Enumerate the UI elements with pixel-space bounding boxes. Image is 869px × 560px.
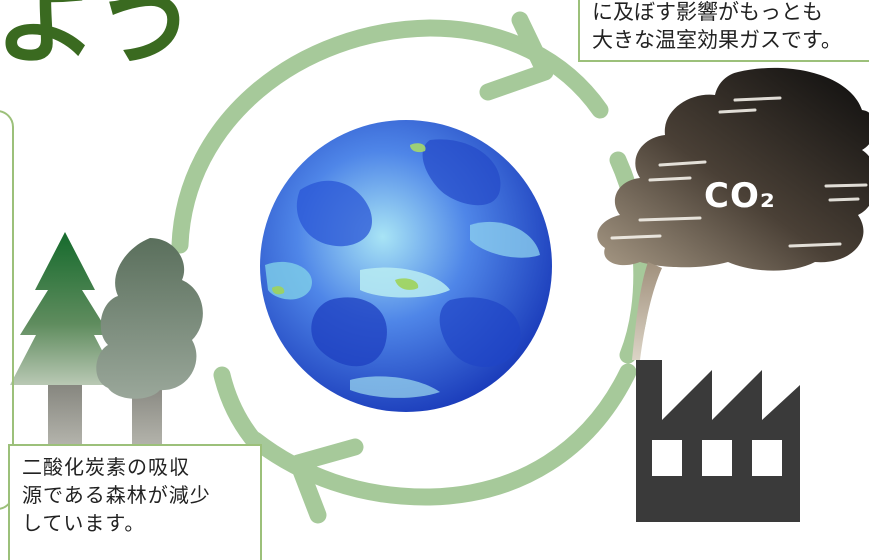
forest-loss-caption-line-2: 源である森林が減少 [22, 483, 211, 507]
forest-loss-caption-line-1: 二酸化炭素の吸収 [22, 455, 190, 479]
greenhouse-gas-caption-line-2: 大きな温室効果ガスです。 [592, 28, 842, 52]
greenhouse-gas-caption-line-1: に及ぼす影響がもっとも [592, 0, 823, 24]
cycle-arrow-lower-tail [213, 366, 261, 447]
forest-loss-caption: 二酸化炭素の吸収 源である森林が減少 しています。 [8, 444, 262, 560]
cycle-arrow-lower-head [289, 438, 364, 524]
cycle-arrow-upper [171, 19, 609, 254]
forest-loss-caption-line-3: しています。 [22, 511, 146, 535]
headline-fragment: よう [0, 0, 198, 79]
co2-label: CO₂ [704, 176, 776, 216]
earth-globe-icon [260, 120, 552, 412]
co2-smoke-cloud-icon [597, 67, 869, 360]
cycle-arrow-upper-head [479, 11, 554, 101]
factory-icon [636, 360, 800, 522]
forest-trees-icon [10, 232, 203, 448]
greenhouse-gas-caption: に及ぼす影響がもっとも 大きな温室効果ガスです。 [578, 0, 869, 62]
